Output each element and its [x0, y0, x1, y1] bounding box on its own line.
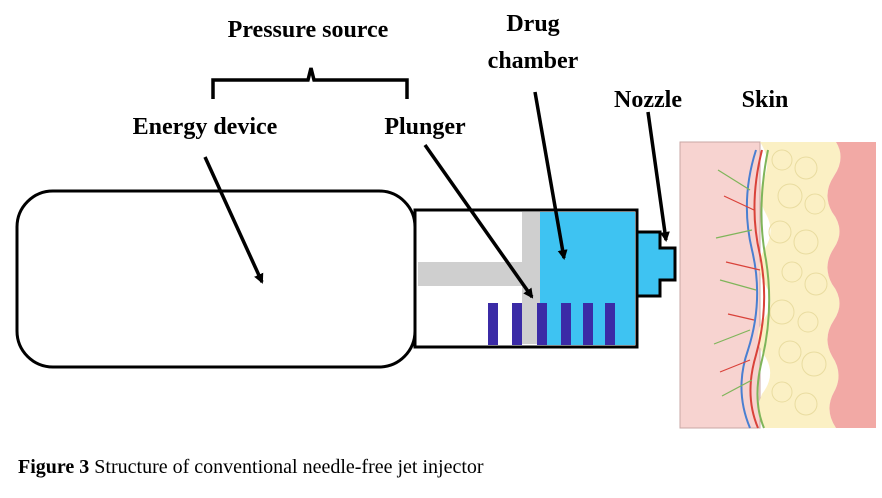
fat-cells	[768, 149, 828, 416]
pressure-source-label: Pressure source	[228, 17, 389, 43]
nozzle-arrow	[646, 111, 670, 242]
injector	[15, 189, 677, 369]
skin-epidermis	[679, 141, 761, 429]
plunger-rod	[418, 262, 538, 286]
pressure-source-bracket	[211, 67, 409, 99]
plunger-bar-4	[561, 303, 571, 345]
nozzle-label: Nozzle	[614, 87, 682, 113]
energy-device-housing	[15, 189, 417, 369]
plunger-head	[522, 212, 540, 344]
drug-chamber-label-line1: Drug	[506, 11, 559, 37]
plunger-bars	[488, 303, 615, 345]
plunger-bar-2	[512, 303, 522, 345]
figure-number: Figure 3	[18, 456, 90, 478]
pointer-arrows	[203, 91, 670, 299]
plunger-bar-5	[583, 303, 593, 345]
drug-chamber-label-line2: chamber	[488, 48, 579, 74]
skin-label: Skin	[742, 87, 789, 113]
nozzle	[635, 230, 677, 298]
drug-chamber-arrow	[533, 91, 568, 260]
injector-diagram: Pressure source Drug chamber Energy devi…	[15, 11, 876, 429]
energy-device-label: Energy device	[133, 114, 278, 140]
plunger-arrow	[423, 143, 534, 299]
skin-muscle-layer	[827, 142, 876, 428]
energy-device-arrow	[203, 156, 264, 284]
skin-tissue	[679, 141, 876, 429]
caption-text: Structure of conventional needle-free je…	[94, 456, 484, 478]
blood-vessels	[713, 149, 771, 429]
plunger-bar-3	[537, 303, 547, 345]
plunger-label: Plunger	[384, 114, 466, 140]
plunger-bar-1	[488, 303, 498, 345]
skin-fat-layer	[757, 142, 841, 428]
plunger-bar-6	[605, 303, 615, 345]
figure-caption: Figure 3 Structure of conventional needl…	[18, 456, 484, 479]
